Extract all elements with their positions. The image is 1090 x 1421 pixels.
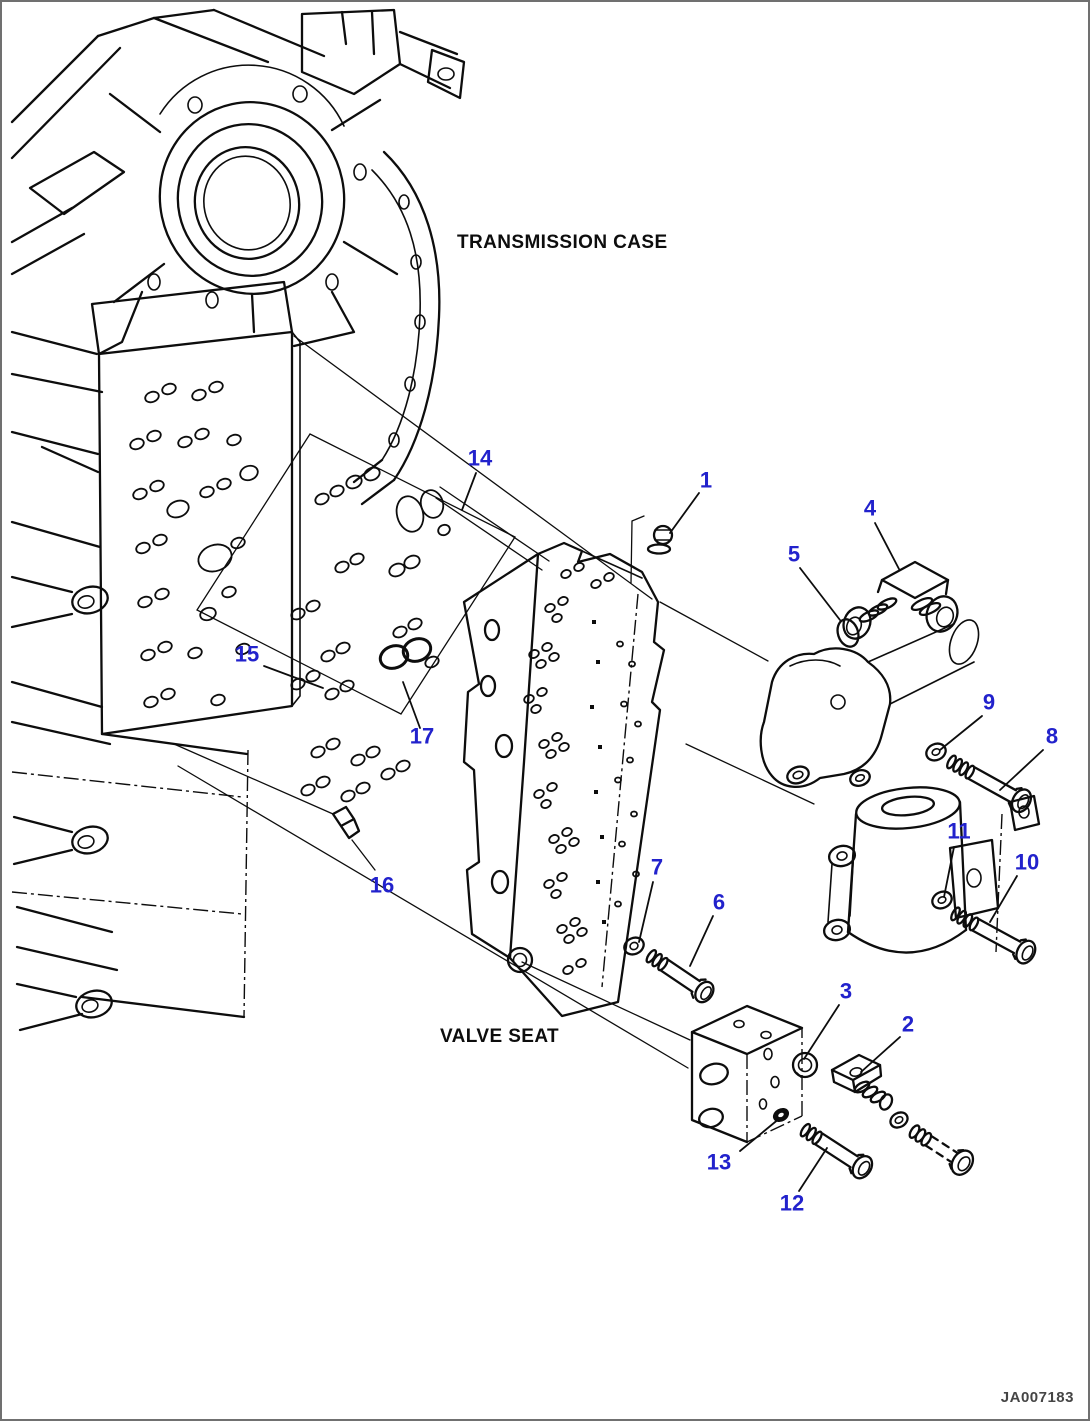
part-callout-12: 12	[779, 1190, 805, 1216]
construction-lines	[173, 335, 815, 1069]
part-6-bolt	[645, 949, 715, 1004]
part-11-washer	[931, 890, 953, 910]
part-callout-9: 9	[982, 689, 996, 715]
part-4-solenoid-valve	[842, 560, 959, 640]
part-7-washer	[623, 936, 645, 956]
part-callout-8: 8	[1045, 723, 1059, 749]
valve-cover-drawing	[759, 619, 980, 788]
part-1-bolt	[646, 524, 674, 555]
part-13-washer	[772, 1107, 790, 1123]
part-callout-17: 17	[409, 723, 435, 749]
valve-seat-block	[690, 1004, 804, 1144]
part-callout-16: 16	[369, 872, 395, 898]
label-valve-seat: VALVE SEAT	[440, 1026, 560, 1047]
part-callout-15: 15	[234, 641, 260, 667]
gasket-and-orings	[196, 433, 516, 840]
rear-bolt	[889, 1111, 975, 1176]
part-2-fitting	[830, 1053, 894, 1111]
part-10-bolt	[950, 906, 1037, 965]
part-callout-2: 2	[901, 1011, 915, 1037]
part-9-washer	[925, 742, 947, 762]
part-callout-14: 14	[467, 445, 493, 471]
label-transmission-case: TRANSMISSION CASE	[457, 232, 668, 253]
part-callout-5: 5	[787, 541, 801, 567]
figure-code: JA007183	[1000, 1389, 1074, 1406]
part-5-oring	[836, 618, 860, 648]
part-callout-7: 7	[650, 854, 664, 880]
callout-leader-lines	[263, 472, 1044, 1192]
part-callout-13: 13	[706, 1149, 732, 1175]
control-valve-drawing	[462, 541, 666, 1018]
transmission-case-drawing	[10, 8, 466, 1032]
part-callout-3: 3	[839, 978, 853, 1004]
part-callout-10: 10	[1014, 849, 1040, 875]
part-callout-11: 11	[947, 818, 971, 844]
part-callout-1: 1	[699, 467, 713, 493]
part-8-bolt	[946, 754, 1033, 814]
part-callout-6: 6	[712, 889, 726, 915]
part-12-bolt	[799, 1122, 874, 1180]
part-callout-4: 4	[863, 495, 877, 521]
accumulator-valve-body	[822, 786, 1041, 954]
